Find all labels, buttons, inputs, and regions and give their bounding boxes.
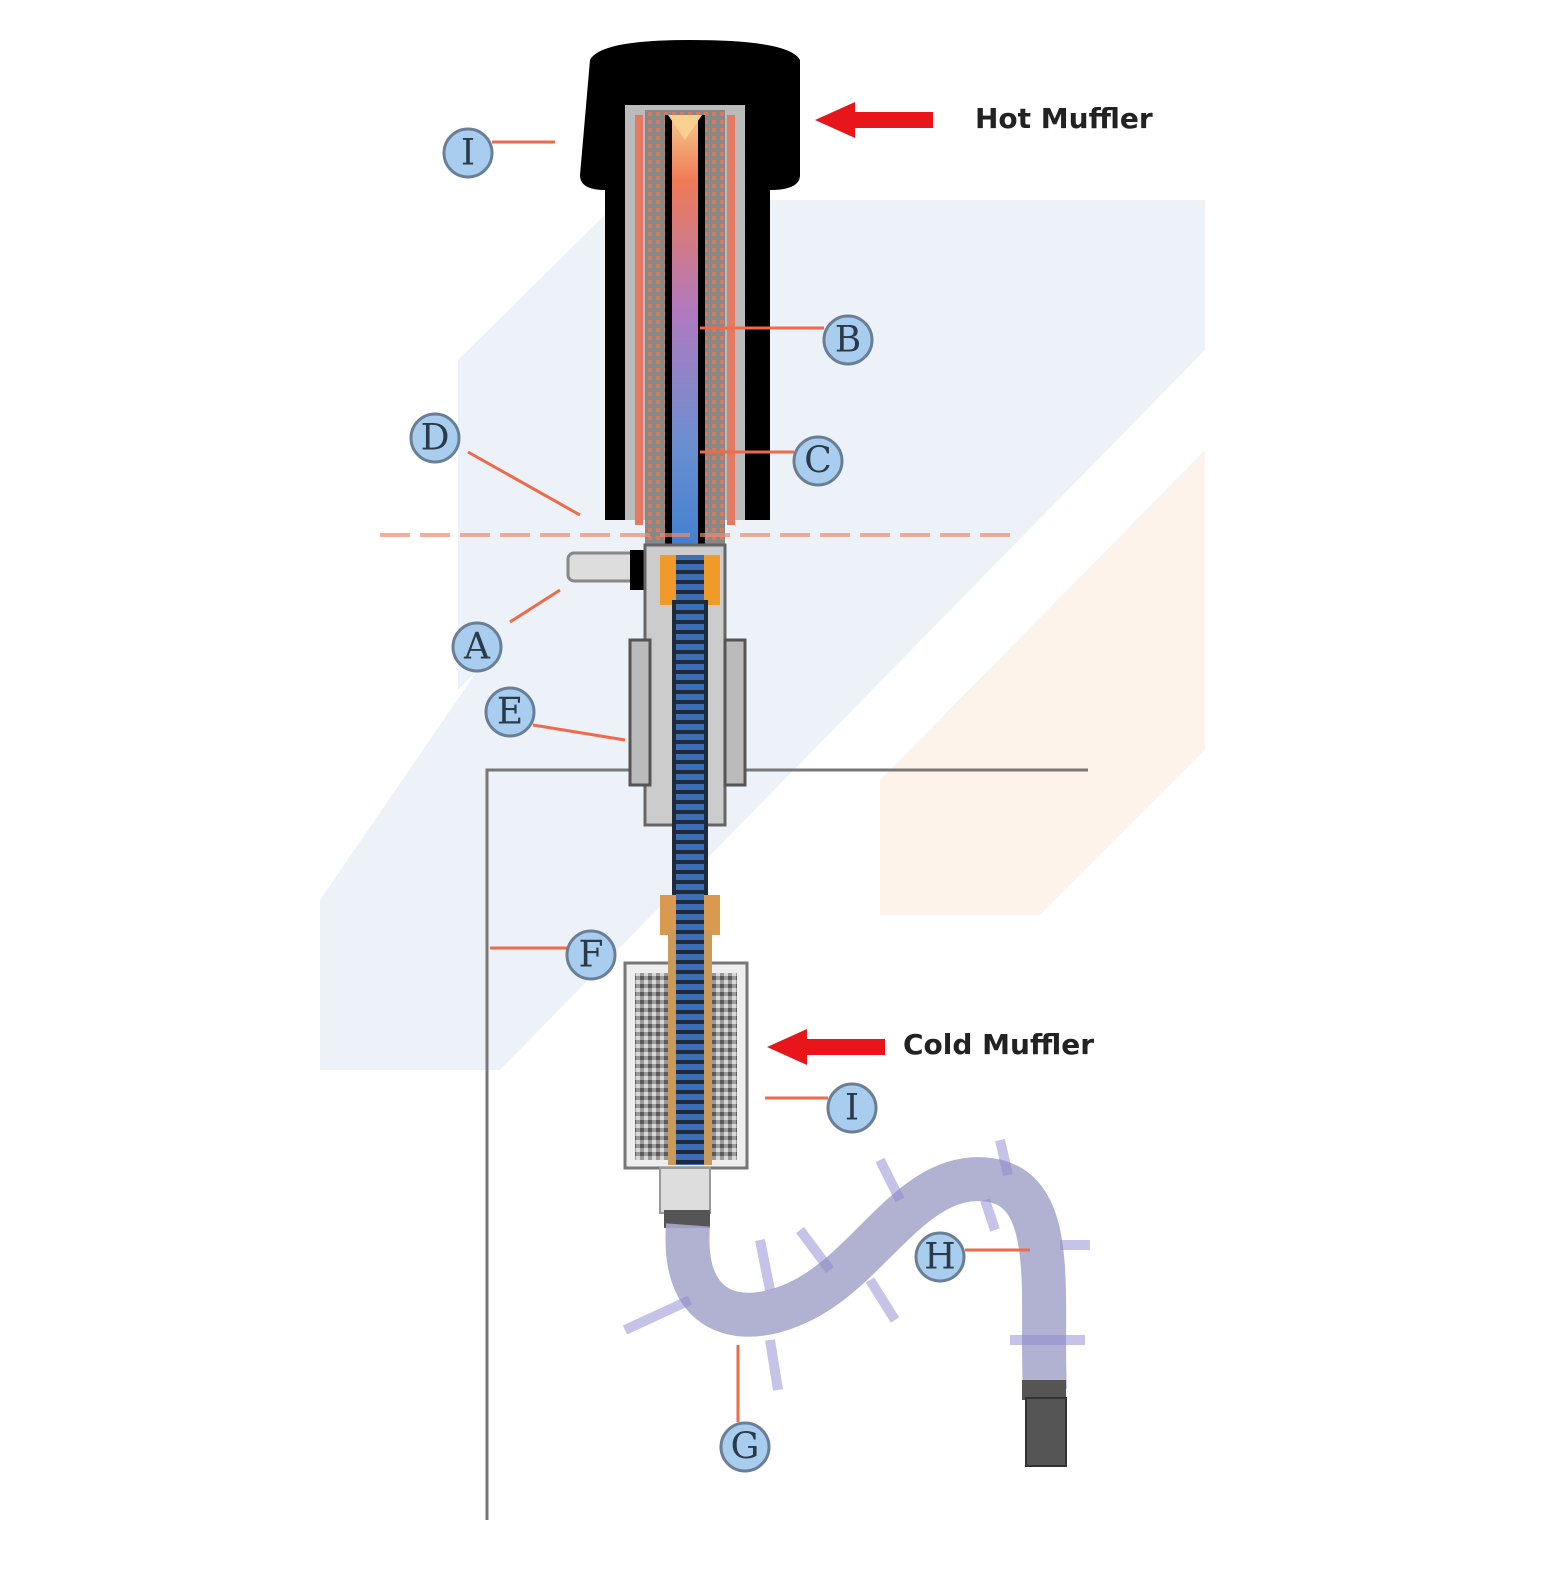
callout-I-cold: I [826, 1082, 878, 1134]
hose [622, 1138, 1090, 1467]
callout-E: E [484, 686, 536, 738]
svg-text:D: D [421, 418, 450, 459]
svg-text:H: H [924, 1237, 955, 1278]
callout-D: D [409, 412, 461, 464]
callout-F: F [565, 929, 617, 981]
callout-B: B [822, 314, 874, 366]
svg-text:C: C [804, 441, 832, 482]
center-tube [676, 555, 704, 1165]
callout-I-hot: I [442, 127, 494, 179]
callout-H: H [914, 1231, 966, 1283]
cold-muffler-arrow [767, 1029, 885, 1065]
hot-muffler-arrow [815, 102, 933, 138]
callout-C: C [792, 435, 844, 487]
cold-muffler-label: Cold Muffler [903, 1028, 1094, 1061]
svg-text:I: I [845, 1088, 859, 1129]
svg-text:G: G [731, 1427, 760, 1468]
svg-text:A: A [463, 627, 491, 668]
leader-lines [467, 140, 1030, 1422]
svg-text:B: B [835, 320, 861, 361]
svg-text:F: F [579, 935, 604, 976]
svg-text:E: E [497, 692, 523, 733]
hot-muffler-label: Hot Muffler [975, 102, 1153, 135]
callout-G: G [719, 1421, 771, 1473]
hot-muffler [580, 40, 800, 555]
callout-A: A [451, 621, 503, 673]
svg-text:I: I [461, 133, 475, 174]
mounting-frame-line [485, 768, 1088, 1520]
